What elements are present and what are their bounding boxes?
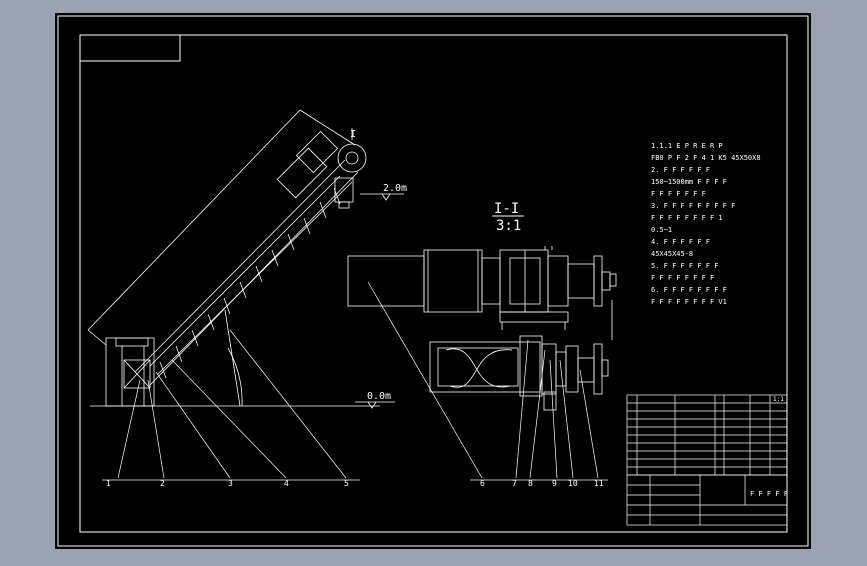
- screw-housing: [429, 341, 541, 393]
- note-line: 2. F F F F F F: [651, 166, 710, 174]
- elevation-ground-marker: [355, 401, 395, 409]
- section-mark: I: [350, 129, 356, 140]
- part-number: 8: [528, 479, 533, 488]
- note-line: F F F F F F F F 1: [651, 214, 723, 222]
- section-detail: [347, 246, 617, 411]
- part-number: 2: [160, 479, 165, 488]
- elevation-ground-label: 0.0m: [367, 391, 391, 402]
- note-line: 150~1500mm F F F F: [651, 178, 727, 186]
- mounting-plate: [499, 311, 569, 323]
- part-number: 6: [480, 479, 485, 488]
- part-number: 3: [228, 479, 233, 488]
- note-line: 0.5~1: [651, 226, 672, 234]
- top-drive: [276, 130, 367, 209]
- note-line: 3. F F F F F F F F F: [651, 202, 735, 210]
- section-label: I-I: [494, 201, 519, 217]
- part-number: 9: [552, 479, 557, 488]
- parts-list-table: [626, 394, 788, 476]
- part-number: 10: [568, 479, 578, 488]
- inner-border: [79, 34, 788, 533]
- note-line: F F F F F F F F: [651, 274, 714, 282]
- scale-value: 1:1: [773, 396, 784, 403]
- note-line: FB0 P F 2 F 4 1 K5 45X50X8: [651, 154, 761, 162]
- part-number: 5: [344, 479, 349, 488]
- elevation-top-marker: [360, 193, 404, 201]
- note-line: F F F F F F F: [651, 190, 706, 198]
- note-line: 6. F F F F F F F F: [651, 286, 727, 294]
- part-number: 1: [106, 479, 111, 488]
- title-block: [626, 474, 788, 526]
- part-number: 4: [284, 479, 289, 488]
- note-line: 45X45X45-8: [651, 250, 693, 258]
- note-line: 5. F F F F F F F: [651, 262, 718, 270]
- leader-lines: [102, 281, 608, 481]
- conveyor-view: [87, 109, 380, 407]
- part-number-labels: 1 2 3 4 5 6 7 8 9 10 11: [106, 479, 604, 488]
- note-line: F F F F F F F F V1: [651, 298, 727, 306]
- part-number: 7: [512, 479, 517, 488]
- part-number: 11: [594, 479, 604, 488]
- angle-arc: [227, 347, 243, 407]
- screw-flights: [159, 187, 341, 379]
- technical-notes: 1.1.1 E P R E R P FB0 P F 2 F 4 1 K5 45X…: [651, 142, 761, 306]
- sheet-background: [55, 13, 811, 549]
- drawing-title: F F F F F: [750, 490, 788, 498]
- note-line: 4. F F F F F F: [651, 238, 710, 246]
- note-line: 1.1.1 E P R E R P: [651, 142, 723, 150]
- code-box: [79, 34, 181, 62]
- elevation-top-label: 2.0m: [383, 183, 407, 194]
- scale-label: 3:1: [496, 218, 521, 234]
- outer-border: [57, 15, 809, 547]
